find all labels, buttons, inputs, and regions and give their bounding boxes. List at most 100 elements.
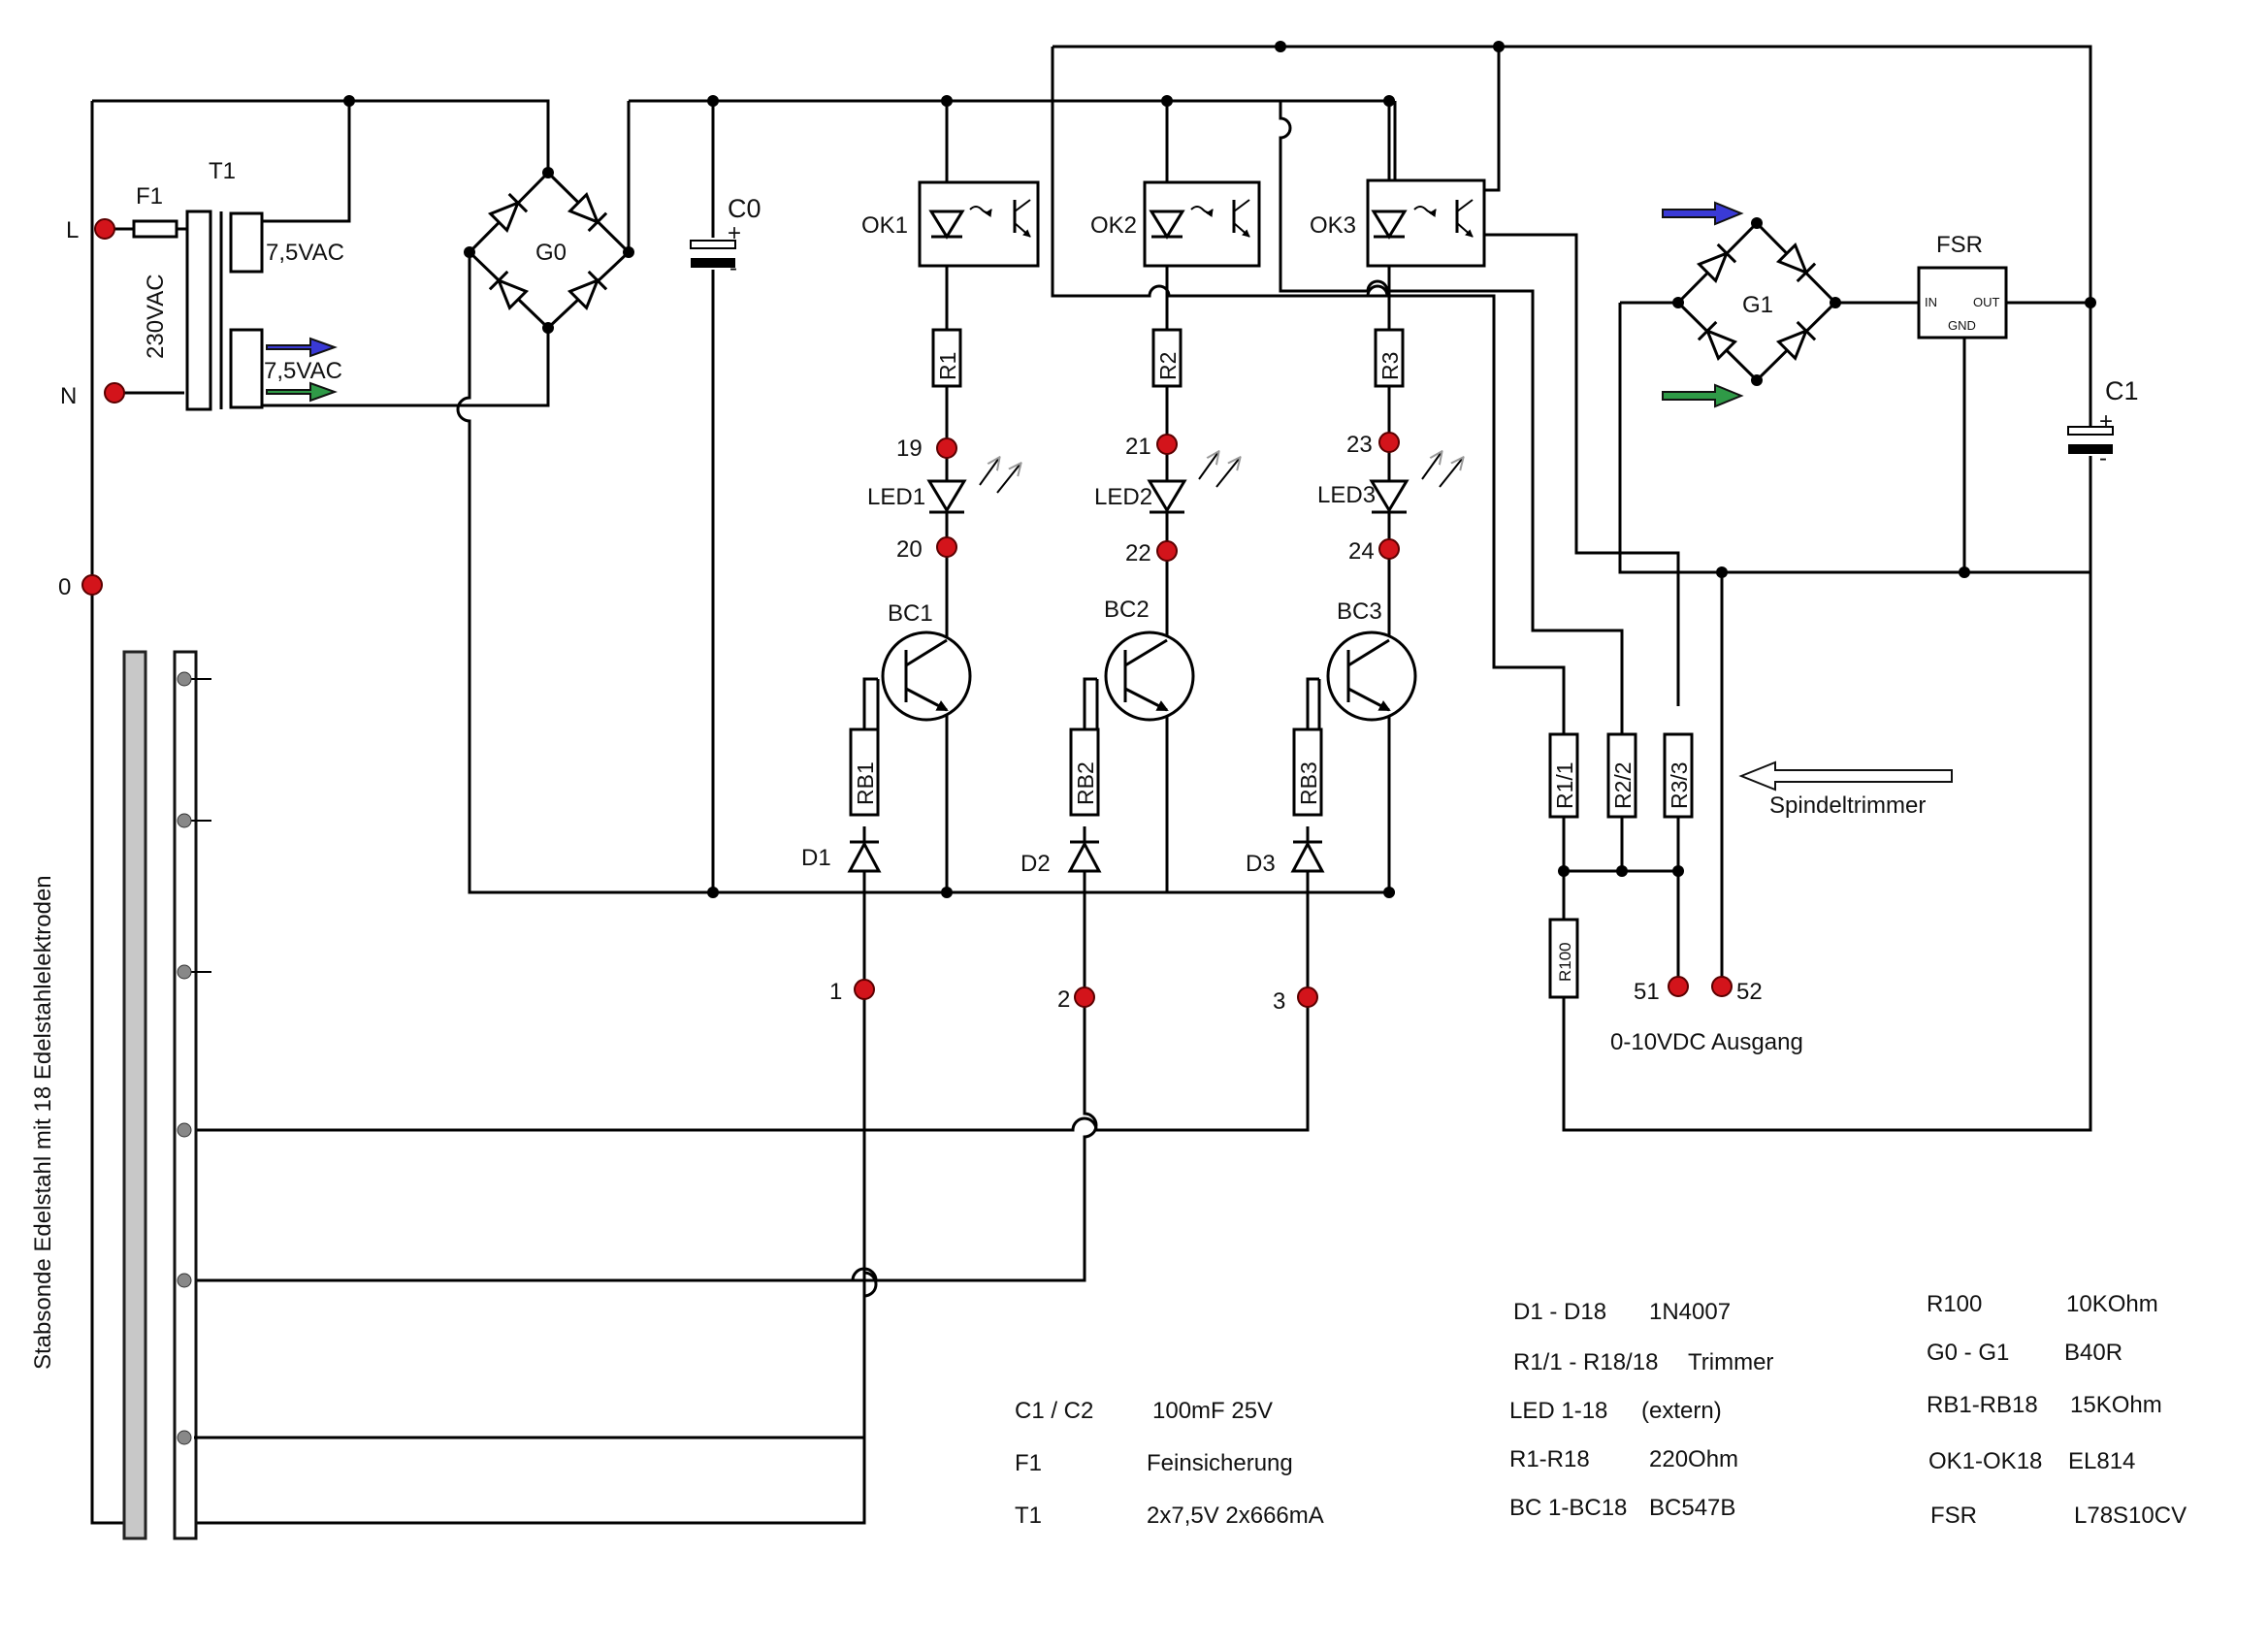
transformer-primary xyxy=(185,210,212,411)
terminal-20-label: 20 xyxy=(896,536,923,563)
rb2-label: RB2 xyxy=(1073,761,1098,805)
r3-label: R3 xyxy=(1377,352,1403,380)
rb3-label: RB3 xyxy=(1296,761,1321,805)
trimmer-r3-3 xyxy=(1663,732,1694,819)
resistor-r3 xyxy=(1374,328,1405,388)
part-t1-value: 2x7,5V 2x666mA xyxy=(1147,1503,1324,1529)
terminal-23[interactable] xyxy=(1378,432,1400,453)
rod-probe: Stabsonde Edelstahl mit 18 Edelstahlelek… xyxy=(30,650,864,1540)
channel-1: OK1 R1 19 LED1 20 BC1 RB1 D1 1 xyxy=(801,180,1040,1005)
terminal-19[interactable] xyxy=(936,437,957,459)
output-label: 0-10VDC Ausgang xyxy=(1610,1029,1803,1055)
r1-label: R1 xyxy=(935,352,960,380)
terminal-19-label: 19 xyxy=(896,436,923,462)
spindel-arrow xyxy=(1738,760,1953,792)
resistor-r1 xyxy=(931,328,962,388)
resistor-rb1 xyxy=(849,728,880,817)
part-f1-value: Feinsicherung xyxy=(1147,1450,1293,1476)
probe-2-label: 2 xyxy=(1057,986,1070,1013)
terminal-22-label: 22 xyxy=(1125,540,1151,566)
terminal-52-label: 52 xyxy=(1736,979,1763,1005)
c0-minus: - xyxy=(729,255,737,281)
regulator-section: G1 FSR IN OUT GND C1 + - xyxy=(1662,201,2139,471)
probe-terminal-2[interactable] xyxy=(1074,986,1095,1008)
channel-2: OK2 R2 21 LED2 22 BC2 RB2 D2 2 xyxy=(1021,180,1261,1013)
part-rb-value: 15KOhm xyxy=(2070,1392,2162,1418)
terminal-20[interactable] xyxy=(936,536,957,558)
part-fsr-name: FSR xyxy=(1930,1503,1977,1529)
trimmer-r1-1-label: R1/1 xyxy=(1552,761,1577,809)
sec-upper-voltage: 7,5VAC xyxy=(266,240,344,266)
terminal-24-label: 24 xyxy=(1348,538,1375,565)
part-bc-value: BC547B xyxy=(1649,1495,1735,1521)
rod-label: Stabsonde Edelstahl mit 18 Edelstahlelek… xyxy=(30,875,56,1370)
terminal-n-label: N xyxy=(60,383,77,409)
g1-green-arrow xyxy=(1662,383,1744,408)
output-terminal-52[interactable] xyxy=(1711,976,1733,997)
resistor-r100 xyxy=(1548,918,1579,999)
output-section: R1/1 R2/2 R3/3 R100 Spindeltrimmer 51 52… xyxy=(1548,732,1953,1055)
r100-label: R100 xyxy=(1556,942,1574,982)
part-r100-name: R100 xyxy=(1927,1291,1982,1317)
d2-label: D2 xyxy=(1021,851,1051,877)
spindel-label: Spindeltrimmer xyxy=(1769,792,1926,819)
resistor-r2 xyxy=(1151,328,1183,388)
c1-plus: + xyxy=(2099,408,2113,435)
rod-electrodes xyxy=(173,650,198,1540)
bc2-label: BC2 xyxy=(1104,597,1150,623)
blue-arrow xyxy=(266,337,338,358)
part-c1c2-name: C1 / C2 xyxy=(1015,1398,1093,1424)
terminal-24[interactable] xyxy=(1378,538,1400,560)
terminal-0[interactable] xyxy=(81,574,103,596)
terminal-22[interactable] xyxy=(1156,540,1178,562)
part-ok-name: OK1-OK18 xyxy=(1928,1448,2042,1474)
led2-label: LED2 xyxy=(1094,484,1152,510)
output-terminal-51[interactable] xyxy=(1668,976,1689,997)
fsr-in-label: IN xyxy=(1925,295,1937,309)
terminal-n[interactable] xyxy=(104,382,125,404)
fuse-label: F1 xyxy=(136,183,163,210)
part-g-name: G0 - G1 xyxy=(1927,1340,2009,1366)
probe-terminal-3[interactable] xyxy=(1297,986,1318,1008)
resistor-rb2 xyxy=(1069,728,1100,817)
led3-label: LED3 xyxy=(1317,482,1376,508)
g1-label: G1 xyxy=(1742,292,1773,318)
d1-label: D1 xyxy=(801,845,831,871)
bc3-label: BC3 xyxy=(1337,598,1382,625)
primary-voltage: 230VAC xyxy=(143,274,169,359)
ok3-label: OK3 xyxy=(1310,212,1356,239)
probe-terminal-1[interactable] xyxy=(854,979,875,1000)
channel-3: OK3 R3 23 LED3 24 BC3 RB3 D3 3 xyxy=(1246,178,1486,1015)
terminal-23-label: 23 xyxy=(1346,432,1373,458)
c1-minus: - xyxy=(2099,445,2107,471)
transformer-secondary-upper xyxy=(229,211,264,274)
r2-label: R2 xyxy=(1155,352,1181,380)
led1-label: LED1 xyxy=(867,484,925,510)
rod-body xyxy=(122,650,147,1540)
terminal-21[interactable] xyxy=(1156,434,1178,455)
terminal-l[interactable] xyxy=(94,218,115,240)
g0-label: G0 xyxy=(535,240,567,266)
c0-plus: + xyxy=(728,220,741,246)
bridge-g0: G0 xyxy=(464,167,634,334)
terminal-0-label: 0 xyxy=(58,574,71,600)
ok2-label: OK2 xyxy=(1090,212,1137,239)
fsr-label: FSR xyxy=(1936,232,1983,258)
sec-lower-voltage: 7,5VAC xyxy=(264,358,342,384)
terminal-21-label: 21 xyxy=(1125,434,1151,460)
part-c1c2-value: 100mF 25V xyxy=(1152,1398,1273,1424)
fuse-f1 xyxy=(132,219,178,239)
regulator-fsr xyxy=(1917,266,2008,340)
c0-label: C0 xyxy=(728,194,761,223)
ok1-label: OK1 xyxy=(861,212,908,239)
parts-list: C1 / C2 100mF 25V F1 Feinsicherung T1 2x… xyxy=(1015,1291,2187,1529)
part-r-value: 220Ohm xyxy=(1649,1446,1738,1472)
part-trimmer-name: R1/1 - R18/18 xyxy=(1513,1349,1658,1375)
part-led-name: LED 1-18 xyxy=(1509,1398,1607,1424)
part-d-name: D1 - D18 xyxy=(1513,1299,1606,1325)
part-f1-name: F1 xyxy=(1015,1450,1042,1476)
part-t1-name: T1 xyxy=(1015,1503,1042,1529)
part-r-name: R1-R18 xyxy=(1509,1446,1590,1472)
fsr-out-label: OUT xyxy=(1973,295,2000,309)
